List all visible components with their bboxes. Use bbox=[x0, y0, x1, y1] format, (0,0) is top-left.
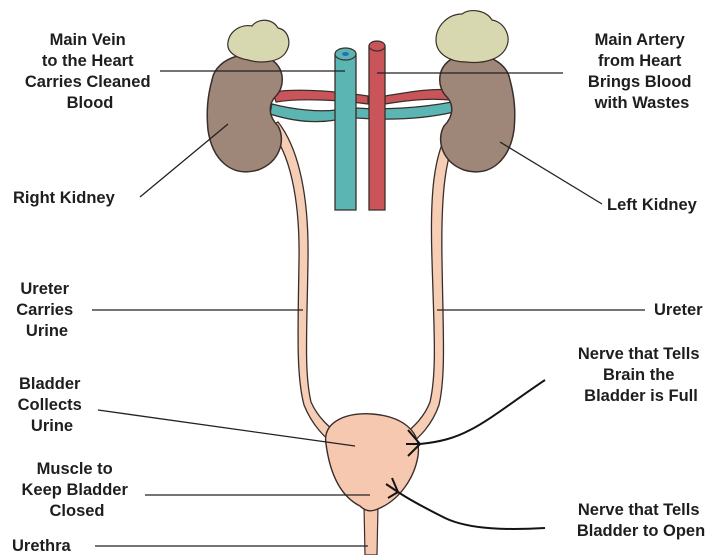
main-vein-vessel bbox=[335, 54, 356, 210]
right-kidney-leader-line bbox=[140, 124, 228, 197]
nerve-bladder-open bbox=[386, 478, 545, 529]
urethra-label: Urethra bbox=[12, 537, 72, 555]
right-kidney-label: Right Kidney bbox=[13, 189, 116, 207]
nerve-open-label: Nerve that Tells Bladder to Open bbox=[577, 501, 705, 540]
vein-label: Main Vein to the Heart Carries Cleaned B… bbox=[25, 31, 155, 112]
muscle-label: Muscle to Keep Bladder Closed bbox=[22, 460, 133, 520]
ureter-left-label: Ureter Carries Urine bbox=[16, 280, 77, 340]
right-adrenal-gland bbox=[228, 20, 289, 62]
main-artery-vessel bbox=[369, 46, 385, 210]
left-ureter bbox=[402, 122, 462, 445]
left-kidney-label: Left Kidney bbox=[607, 196, 698, 214]
ureter-right-label: Ureter bbox=[654, 301, 703, 319]
main-artery-opening bbox=[369, 41, 385, 51]
left-kidney bbox=[440, 54, 515, 171]
left-adrenal-gland bbox=[436, 11, 508, 63]
bladder-label: Bladder Collects Urine bbox=[18, 375, 87, 435]
main-vein-lumen bbox=[342, 52, 349, 56]
right-renal-vein bbox=[270, 104, 336, 122]
artery-label: Main Artery from Heart Brings Blood with… bbox=[588, 31, 696, 112]
right-ureter bbox=[268, 122, 342, 445]
left-kidney-leader-line bbox=[500, 142, 602, 204]
nerve-full-label: Nerve that Tells Brain the Bladder is Fu… bbox=[578, 345, 704, 405]
right-kidney bbox=[207, 54, 282, 171]
urethra bbox=[364, 505, 378, 555]
